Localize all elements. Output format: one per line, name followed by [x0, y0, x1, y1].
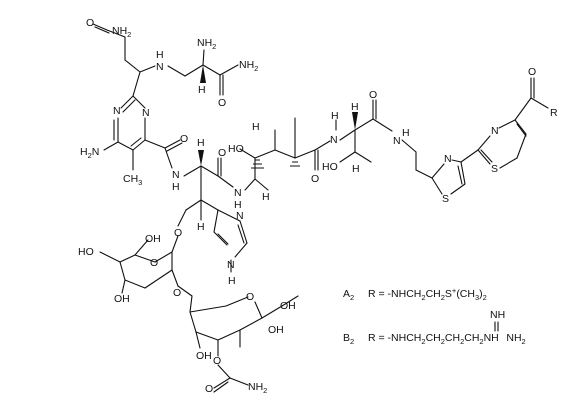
beta-h: H: [197, 221, 205, 233]
linker-bonds: [401, 77, 549, 195]
pyrimidine-methyl: CH3: [123, 173, 142, 187]
key-b2-formula: R = -NHCH2CH2CH2CH2NHCNH2: [368, 332, 526, 346]
pyrimidine-bonds: [103, 71, 183, 171]
r-group-key: A2 R = -NHCH2CH2S+(CH3)2 B2 R = -NHCH2CH…: [343, 286, 526, 346]
carboxamide-o: O: [180, 133, 188, 145]
sugar2-oh-right: OH: [268, 324, 284, 336]
carbonyl-o: O: [528, 66, 536, 78]
histidine-nh: H: [172, 181, 180, 193]
key-a2-label: A2: [343, 288, 354, 302]
thiazole1-n: N: [444, 153, 452, 165]
pyrimidine-n2: N: [142, 107, 150, 119]
pyrimidine-n1: N: [113, 105, 121, 117]
right-amide-o: O: [218, 97, 226, 109]
thr2-h: H: [351, 101, 359, 113]
pyrimidine-nh2: H2N: [80, 146, 99, 160]
thiazole2-s: S: [491, 163, 498, 175]
carbamate-o-link: O: [213, 355, 221, 367]
sugar1-ho: HO: [78, 246, 94, 258]
atom-labels: NH2 O N H NH2 NH2 O H N N H2N CH3 O N H …: [78, 17, 558, 395]
carbamate-o: O: [205, 383, 213, 395]
valerate-h2: H: [262, 191, 270, 203]
terminal-n: N: [393, 135, 401, 147]
ether-o: O: [174, 227, 182, 239]
sugar2-oh-primary: OH: [280, 300, 296, 312]
sugar1-oh-bottom: OH: [114, 293, 130, 305]
imidazole-n1: N: [236, 210, 244, 222]
carbamate-nh2: NH2: [248, 381, 267, 395]
thr2-ho: HO: [322, 161, 338, 173]
r-group: R: [550, 107, 558, 119]
alpha-h: H: [198, 84, 206, 96]
sugar1-ring-o: O: [150, 257, 158, 269]
key-b2-label: B2: [343, 332, 354, 346]
thiazole1-s: S: [442, 193, 449, 205]
imidazole-h: H: [228, 275, 236, 287]
hash-bonds: [251, 159, 300, 169]
wedge-alpha: [200, 65, 206, 83]
sugar-bonds: [99, 209, 299, 393]
top-side-chain-bonds: [92, 23, 239, 96]
valerate-ho: HO: [228, 143, 244, 155]
link-h: H: [156, 49, 164, 61]
key-a2-formula: R = -NHCH2CH2S+(CH3)2: [368, 286, 487, 302]
thiazole2-n: N: [491, 125, 499, 137]
thr1-h: H: [234, 199, 242, 211]
sugar2-oh-bottom: OH: [196, 350, 212, 362]
valerate-bonds: [239, 117, 331, 191]
histidine-h: H: [197, 137, 205, 149]
histidine-bonds: [183, 157, 248, 273]
threonine-bonds: [335, 99, 393, 163]
glycosidic-o: O: [173, 287, 181, 299]
sugar2-ring-o: O: [246, 291, 254, 303]
histidine-o: O: [218, 147, 226, 159]
link-n: N: [156, 61, 164, 73]
terminal-h: H: [402, 127, 410, 139]
sugar1-oh-top: OH: [145, 233, 161, 245]
key-b2-imine: NH: [490, 309, 505, 321]
thr2-hb: H: [352, 163, 360, 175]
imidazole-n2: N: [227, 259, 235, 271]
alpha-nh2: NH2: [197, 37, 216, 51]
valerate-o: O: [311, 173, 319, 185]
thr2-n: N: [330, 134, 338, 146]
top-amide-o: O: [86, 17, 94, 29]
thr2-o: O: [369, 89, 377, 101]
wedge-his: [198, 150, 204, 166]
valerate-h1: H: [252, 121, 260, 133]
thr1-n: N: [234, 187, 242, 199]
thr2-nh: H: [331, 110, 339, 122]
wedge-thr: [352, 112, 358, 130]
right-amide-nh2: NH2: [239, 59, 258, 73]
top-amide-nh2: NH2: [112, 25, 131, 39]
histidine-n: N: [172, 169, 180, 181]
